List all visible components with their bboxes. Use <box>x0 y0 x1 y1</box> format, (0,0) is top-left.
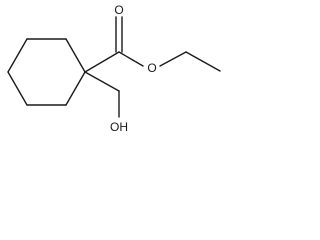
hydroxyl-label: OH <box>110 120 128 134</box>
quaternary-to-ch2-bond <box>84 71 120 92</box>
structure-canvas: O O OH <box>7 3 221 134</box>
quaternary-to-carbonyl-bond <box>84 51 120 73</box>
ring-bond <box>65 71 86 106</box>
ring-bond <box>7 71 28 106</box>
ring-bond <box>65 38 86 73</box>
ester-single-bond <box>118 51 144 67</box>
carbonyl-oxygen-label: O <box>114 3 123 17</box>
ethyl-bond <box>185 51 221 72</box>
ring-bond <box>7 38 28 73</box>
cyclohexane-ring <box>7 38 86 106</box>
ester-group <box>84 16 221 73</box>
ester-oxygen-label: O <box>147 61 156 75</box>
hydroxymethyl-group <box>84 71 120 118</box>
ethoxy-bond <box>159 51 187 67</box>
